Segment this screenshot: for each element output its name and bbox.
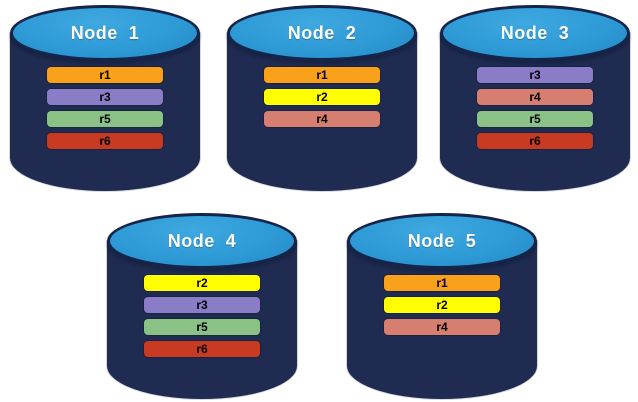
replica-list: r1 r3 r5 r6: [10, 67, 200, 149]
node-cylinder-4: Node 4 r2 r3 r5 r6: [107, 213, 297, 399]
cylinder-top: Node 5: [347, 213, 537, 269]
replica-bar-r2: r2: [384, 297, 500, 313]
replica-bar-r6: r6: [477, 133, 593, 149]
node-cylinder-2: Node 2 r1 r2 r4: [227, 5, 417, 191]
replica-bar-r1: r1: [384, 275, 500, 291]
replica-bar-r1: r1: [47, 67, 163, 83]
replica-list: r3 r4 r5 r6: [440, 67, 630, 149]
replica-list: r1 r2 r4: [227, 67, 417, 127]
cylinder-top: Node 3: [440, 5, 630, 61]
cylinder-top: Node 1: [10, 5, 200, 61]
replica-bar-r6: r6: [47, 133, 163, 149]
node-title: Node 4: [167, 230, 237, 251]
node-title: Node 1: [70, 22, 140, 43]
node-cylinder-3: Node 3 r3 r4 r5 r6: [440, 5, 630, 191]
replica-bar-r2: r2: [144, 275, 260, 291]
node-cylinder-5: Node 5 r1 r2 r4: [347, 213, 537, 399]
replica-bar-r6: r6: [144, 341, 260, 357]
replica-bar-r3: r3: [47, 89, 163, 105]
cylinder-top: Node 4: [107, 213, 297, 269]
replica-list: r1 r2 r4: [347, 275, 537, 335]
node-title: Node 2: [287, 22, 357, 43]
replica-bar-r5: r5: [47, 111, 163, 127]
replica-bar-r2: r2: [264, 89, 380, 105]
replica-bar-r5: r5: [144, 319, 260, 335]
replica-list: r2 r3 r5 r6: [107, 275, 297, 357]
replica-bar-r3: r3: [144, 297, 260, 313]
replica-bar-r4: r4: [264, 111, 380, 127]
replica-bar-r1: r1: [264, 67, 380, 83]
node-cylinder-1: Node 1 r1 r3 r5 r6: [10, 5, 200, 191]
cylinder-top: Node 2: [227, 5, 417, 61]
replica-bar-r4: r4: [477, 89, 593, 105]
replica-bar-r4: r4: [384, 319, 500, 335]
node-title: Node 3: [500, 22, 570, 43]
node-title: Node 5: [407, 230, 477, 251]
replica-bar-r3: r3: [477, 67, 593, 83]
replica-bar-r5: r5: [477, 111, 593, 127]
